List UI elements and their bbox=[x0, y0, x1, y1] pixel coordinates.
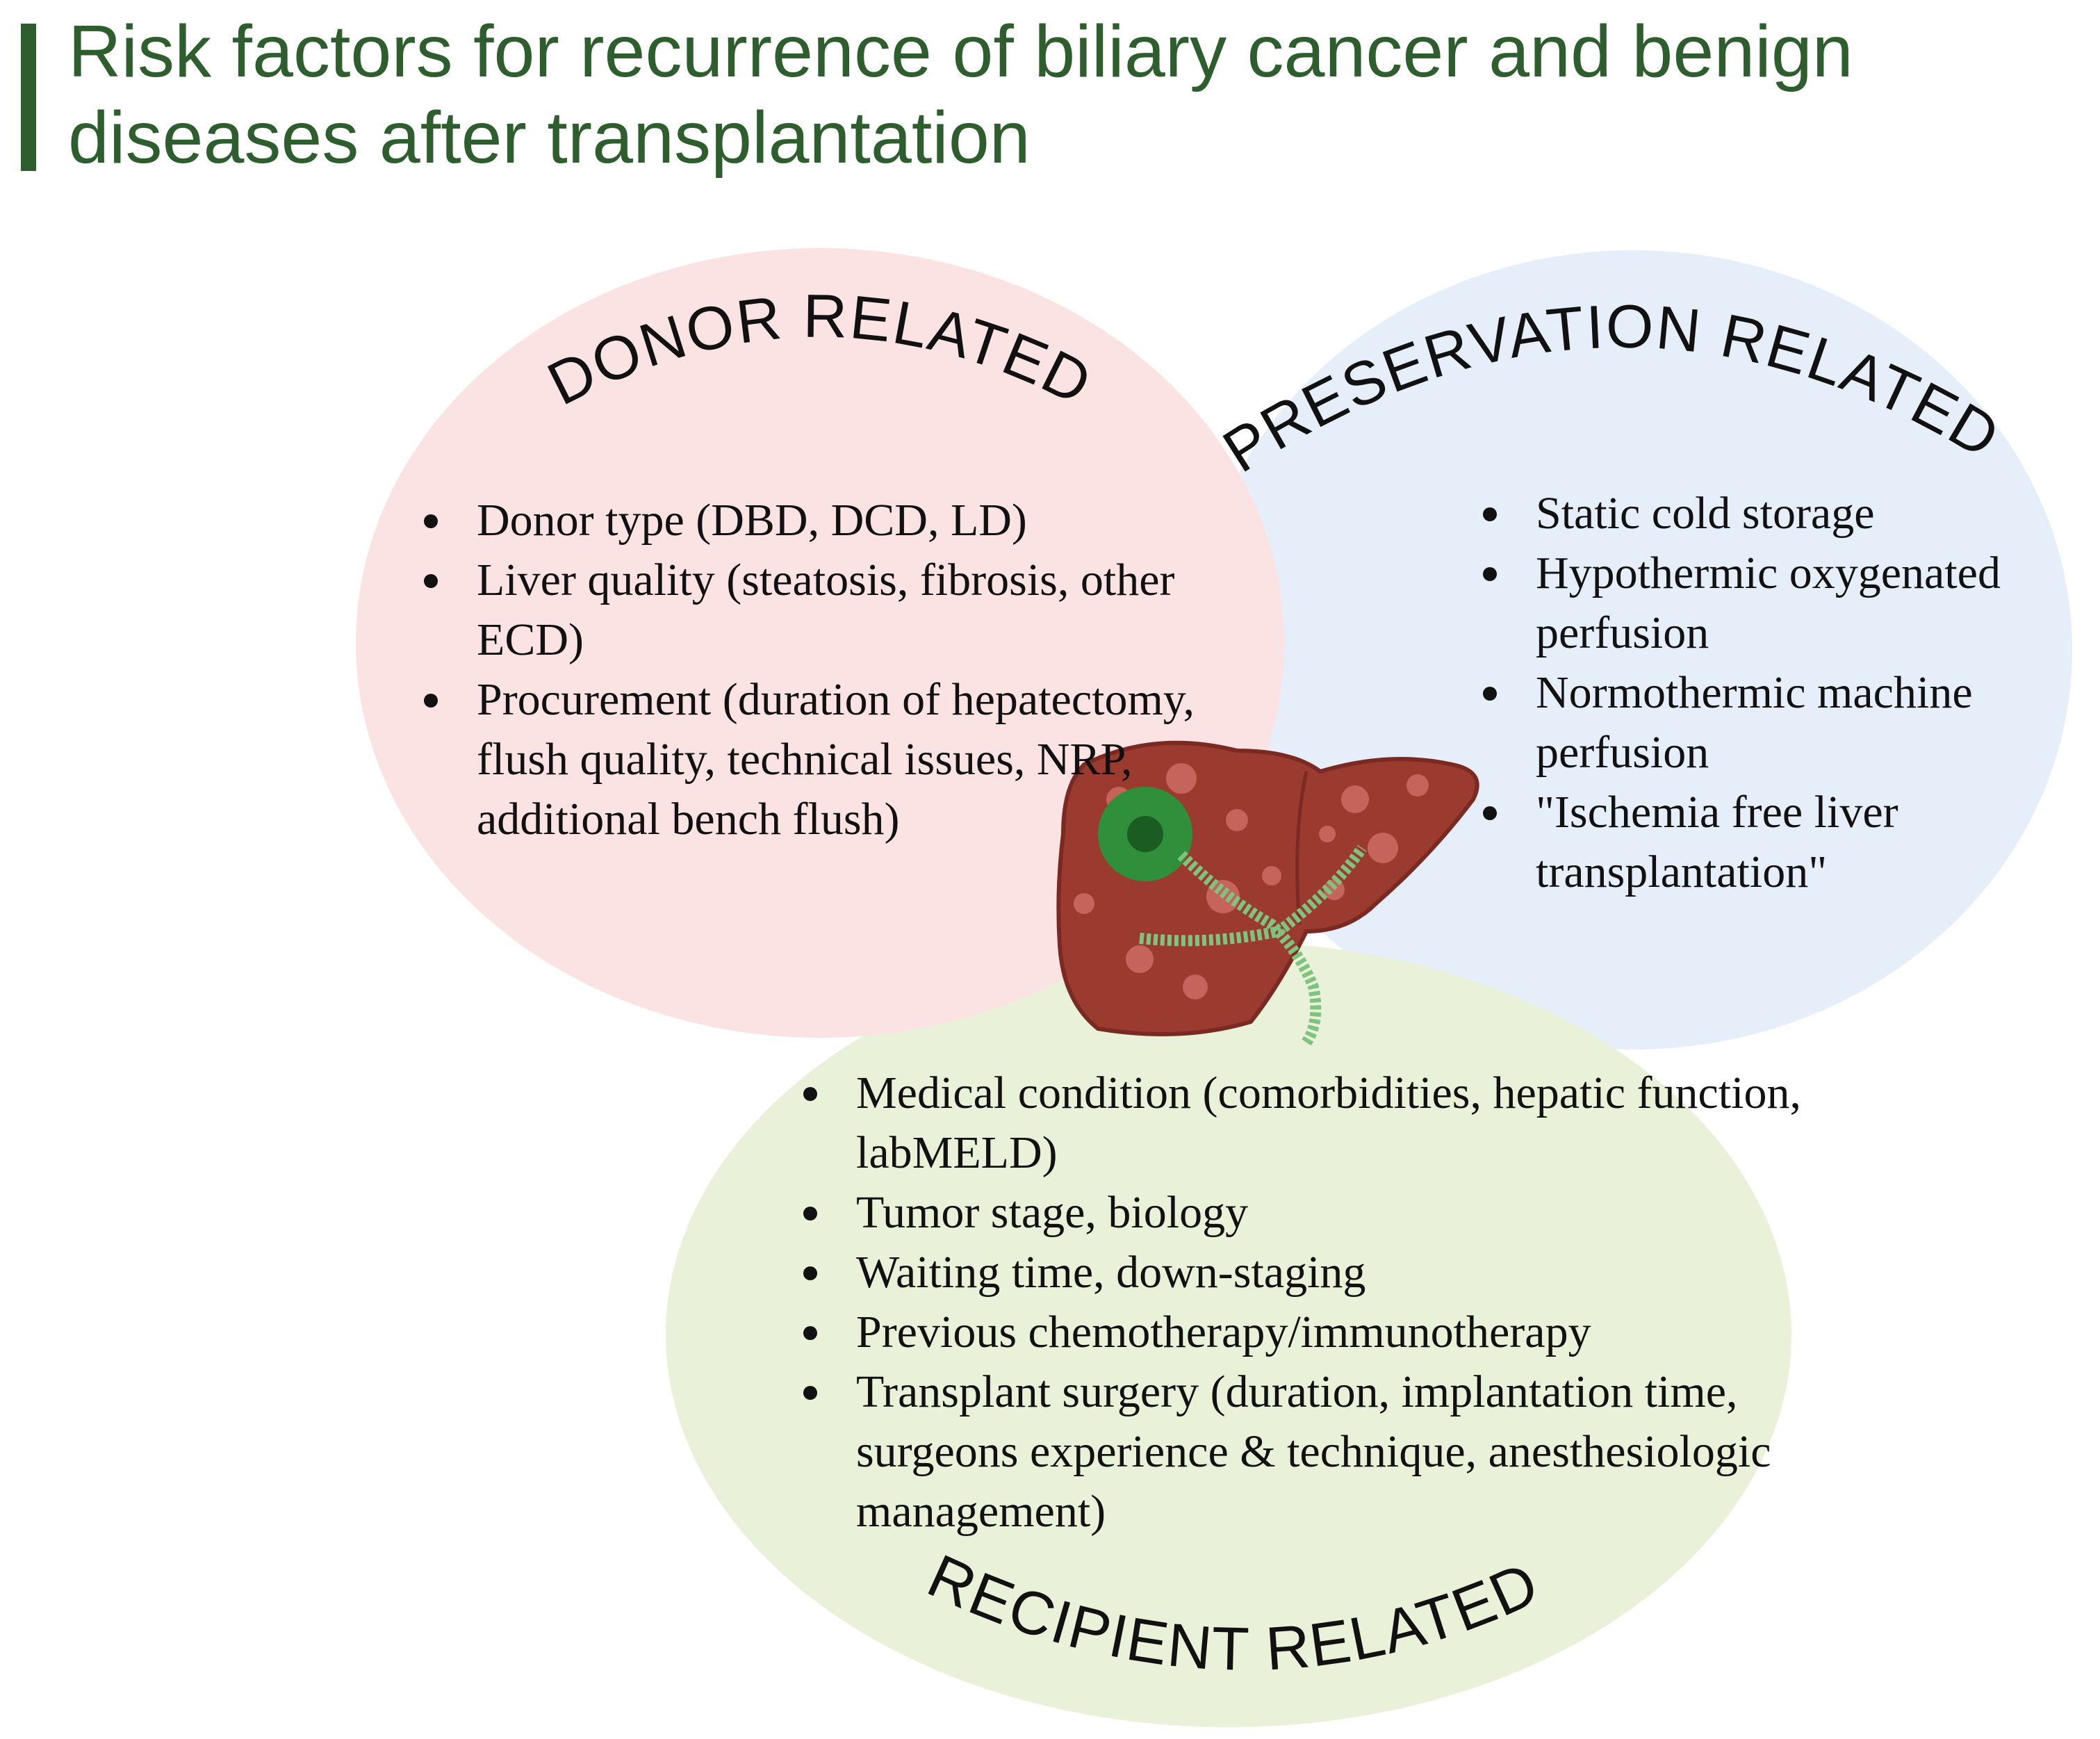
recipient-factor-list: Medical condition (comorbidities, hepati… bbox=[796, 1063, 1867, 1542]
list-item: Previous chemotherapy/immunotherapy bbox=[796, 1303, 1867, 1362]
list-item: Normothermic machine perfusion bbox=[1476, 663, 2060, 783]
recipient-circle bbox=[666, 942, 1791, 1727]
preservation-factor-list: Static cold storage Hypothermic oxygenat… bbox=[1476, 484, 2060, 902]
donor-factor-list: Donor type (DBD, DCD, LD) Liver quality … bbox=[417, 491, 1202, 849]
list-item: Liver quality (steatosis, fibrosis, othe… bbox=[417, 550, 1202, 670]
title-accent-bar bbox=[21, 24, 36, 171]
list-item: Static cold storage bbox=[1476, 484, 2060, 544]
list-item: Donor type (DBD, DCD, LD) bbox=[417, 491, 1202, 550]
list-item: Procurement (duration of hepatectomy, fl… bbox=[417, 670, 1202, 849]
donor-circle bbox=[356, 248, 1284, 1038]
tumor-icon bbox=[1098, 787, 1192, 881]
list-item: Transplant surgery (duration, implantati… bbox=[796, 1362, 1867, 1542]
list-item: "Ischemia free liver transplantation" bbox=[1476, 783, 2060, 902]
list-item: Hypothermic oxygenated perfusion bbox=[1476, 544, 2060, 663]
bile-duct-icon bbox=[1139, 844, 1367, 1046]
list-item: Medical condition (comorbidities, hepati… bbox=[796, 1063, 1867, 1183]
list-item: Tumor stage, biology bbox=[796, 1183, 1867, 1243]
list-item: Waiting time, down-staging bbox=[796, 1243, 1867, 1303]
page-title: Risk factors for recurrence of biliary c… bbox=[68, 10, 1853, 179]
